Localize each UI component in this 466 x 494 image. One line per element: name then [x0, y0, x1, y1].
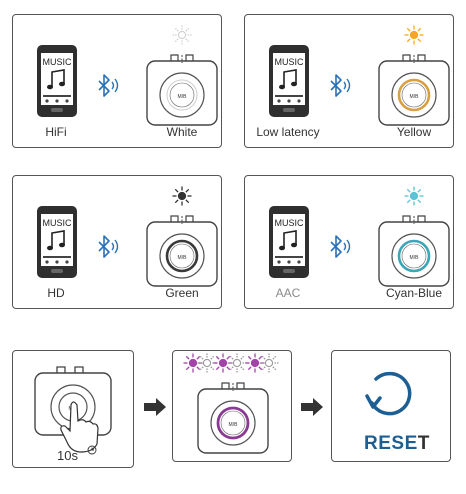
led-indicator-icon [404, 186, 424, 206]
flash-led-icon [245, 353, 279, 373]
reset-icon [365, 371, 412, 416]
clock-icon [87, 445, 97, 455]
svg-text:M/B: M/B [410, 255, 420, 261]
led-indicator-icon [172, 186, 192, 206]
hold-panel: M/B 10s [12, 350, 134, 468]
codec-label: HiFi [45, 125, 67, 139]
mode-illustration: MUSIC M/B [37, 25, 218, 126]
phone-icon: MUSIC [37, 45, 77, 117]
mode-illustration: MUSIC M/B [37, 186, 218, 287]
arrow-right-icon [144, 398, 166, 416]
hold-time-label: 10s [57, 448, 78, 463]
mode-panel: MUSIC M/B HD Green [12, 175, 222, 309]
led-color-label: Yellow [396, 125, 432, 139]
led-color-label: White [166, 125, 198, 139]
svg-text:M/B: M/B [229, 422, 239, 428]
flash-led-icon [213, 353, 247, 373]
led-indicator-icon [404, 25, 424, 45]
device-icon: M/B [197, 382, 269, 454]
phone-icon: MUSIC [269, 45, 309, 117]
bluetooth-icon [98, 235, 119, 258]
mode-panel: MUSIC M/B Low latency Yellow [244, 14, 454, 148]
flash-panel: M/B [172, 350, 292, 462]
bluetooth-icon [330, 235, 351, 258]
device-flashing-illustration: M/B [183, 353, 279, 454]
mode-panel: MUSIC M/B AAC Cyan-Blue [244, 175, 454, 309]
codec-label: HD [47, 286, 65, 300]
svg-text:M/B: M/B [178, 94, 188, 100]
device-icon: M/B [146, 215, 218, 287]
phone-icon: MUSIC [269, 206, 309, 278]
reset-label: RESET [364, 433, 430, 454]
svg-text:M/B: M/B [410, 94, 420, 100]
led-color-label: Green [165, 286, 199, 300]
svg-text:MUSIC: MUSIC [43, 57, 73, 67]
led-indicator-icon [172, 25, 192, 45]
bluetooth-icon [98, 74, 119, 97]
reset-panel: RESET [331, 350, 451, 462]
svg-text:MUSIC: MUSIC [275, 218, 305, 228]
mode-panel: MUSIC M/B HiFi White [12, 14, 222, 148]
svg-text:MUSIC: MUSIC [43, 218, 73, 228]
mode-illustration: MUSIC M/B [269, 186, 450, 287]
codec-label: AAC [275, 286, 301, 300]
mode-illustration: MUSIC M/B [269, 25, 450, 126]
device-icon: M/B [378, 215, 450, 287]
bluetooth-icon [330, 74, 351, 97]
led-color-label: Cyan-Blue [385, 286, 443, 300]
device-icon: M/B [378, 54, 450, 126]
phone-icon: MUSIC [37, 206, 77, 278]
device-hold-illustration: M/B [34, 366, 112, 453]
arrow-right-icon-2 [301, 398, 323, 416]
svg-text:MUSIC: MUSIC [275, 57, 305, 67]
svg-text:M/B: M/B [178, 255, 188, 261]
flash-led-icon [183, 353, 217, 373]
pressing-hand-icon [60, 401, 99, 453]
codec-label: Low latency [256, 125, 320, 139]
device-icon: M/B [146, 54, 218, 126]
